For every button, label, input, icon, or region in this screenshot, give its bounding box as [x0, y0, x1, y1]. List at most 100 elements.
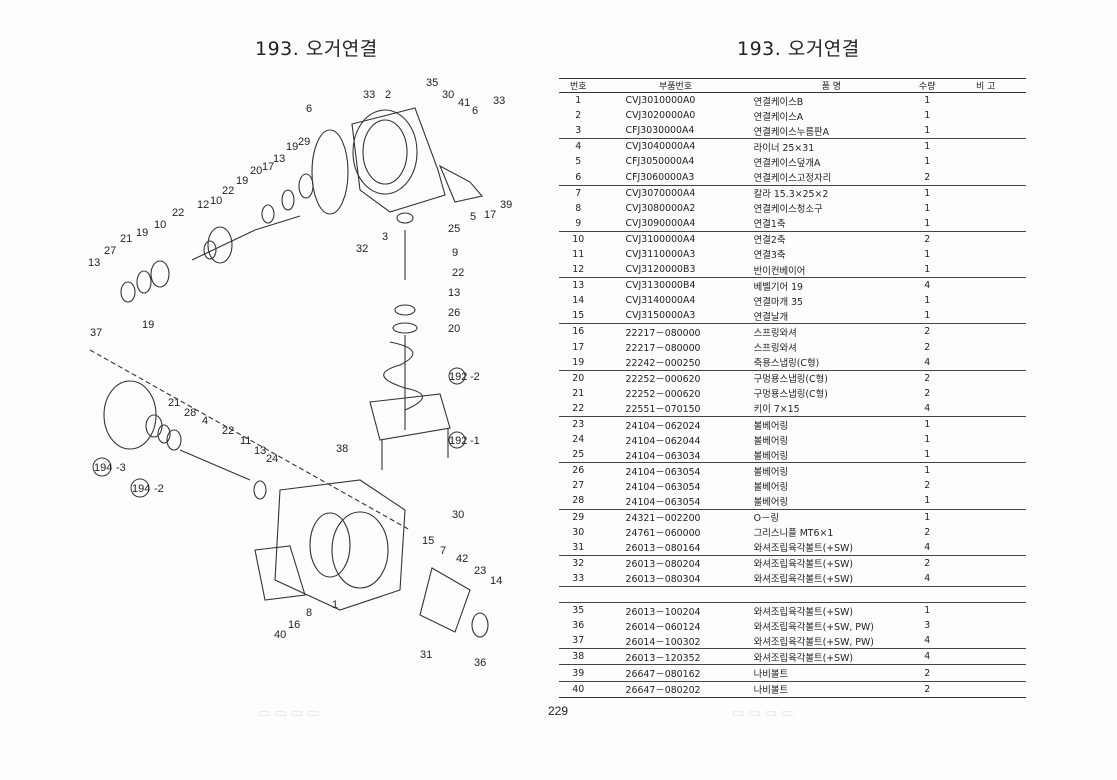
part-code: 26014－060124: [625, 621, 701, 633]
svg-text:20: 20: [448, 323, 460, 335]
shaft-11: [179, 449, 251, 481]
part-name: 볼베어링: [753, 415, 910, 433]
row-number: 38: [559, 648, 598, 665]
part-name: 나비볼트: [753, 664, 910, 682]
part-name: 키이 7×15: [753, 404, 800, 416]
part-remarks: [945, 508, 1026, 525]
part-qty: 4: [909, 648, 946, 665]
svg-text:28: 28: [184, 407, 196, 419]
part-code: 26013－120352: [597, 648, 754, 665]
svg-text:13: 13: [448, 287, 460, 299]
svg-text:22: 22: [222, 425, 234, 437]
part-code: 26013－080204: [597, 554, 754, 571]
part-code: CVJ3130000B4: [597, 277, 754, 294]
part-code: CVJ3140000A4: [625, 295, 696, 307]
part-code: 24104－063054: [625, 481, 701, 493]
svg-text:8: 8: [306, 607, 312, 619]
row-number: 31: [572, 541, 585, 553]
part-remarks: [945, 493, 1026, 509]
svg-text:23: 23: [474, 565, 486, 577]
part-code: 22252－000620: [597, 369, 754, 386]
header-no: 번호: [559, 78, 598, 93]
part-name: [753, 585, 910, 603]
part-code: 24104－063054: [597, 462, 754, 479]
part-remarks: [945, 154, 1026, 169]
part-code: CVJ3150000A3: [625, 310, 696, 322]
row-number: 9: [575, 217, 582, 229]
part-remarks: [945, 169, 1026, 185]
svg-text:22: 22: [222, 185, 234, 197]
row-number: 27: [572, 480, 585, 492]
part-remarks: [945, 262, 1026, 278]
row-number: 14: [572, 295, 585, 307]
svg-text:21: 21: [168, 397, 180, 409]
part-code: 24104－063034: [625, 450, 701, 462]
part-remarks: [945, 401, 1026, 417]
part-name: O－링: [753, 508, 910, 525]
svg-text:11: 11: [240, 435, 251, 447]
part-remarks: [945, 633, 1026, 649]
row-number: 7: [559, 184, 598, 201]
row-number: 28: [572, 495, 585, 507]
part-qty: 4: [924, 572, 931, 584]
row-number: 25: [572, 449, 585, 461]
part-remarks: [945, 447, 1026, 463]
svg-text:26: 26: [448, 307, 460, 319]
svg-text:39: 39: [500, 199, 512, 211]
svg-text:33: 33: [493, 95, 505, 107]
svg-text:14: 14: [490, 575, 502, 587]
part-name: 볼베어링: [753, 462, 910, 479]
svg-text:12: 12: [197, 199, 209, 211]
part-name: 연결3축: [753, 250, 786, 262]
part-code: CVJ3070000A4: [597, 184, 754, 201]
part-name: 와셔조립육각볼트(+SW, PW): [753, 636, 874, 648]
svg-text:42: 42: [456, 553, 468, 565]
part-qty: 1: [924, 449, 931, 461]
part-remarks: [945, 648, 1026, 665]
part-qty: 1: [924, 217, 931, 229]
part-qty: 1: [909, 602, 946, 619]
part-code: 26014－100302: [625, 636, 701, 648]
part-code: 26647－080162: [597, 664, 754, 682]
part-remarks: [945, 571, 1026, 587]
part-remarks: [945, 277, 1026, 294]
part-code: CFJ3060000A3: [625, 171, 695, 183]
part-qty: 1: [924, 264, 931, 276]
part-qty: 1: [909, 462, 946, 479]
header-remarks: 비 고: [945, 78, 1026, 93]
part-remarks: [945, 478, 1026, 493]
part-code: 22217－080000: [625, 343, 701, 355]
svg-text:22: 22: [452, 267, 464, 279]
part-name: 와셔조립육각볼트(+SW, PW): [753, 621, 874, 633]
part-code: CVJ3010000A0: [597, 92, 754, 109]
svg-text:22: 22: [172, 207, 184, 219]
shaft-9: [254, 215, 301, 231]
part-remarks: [945, 525, 1026, 540]
part-remarks: [945, 138, 1026, 155]
part-qty: 2: [909, 323, 946, 340]
part-code: CFJ3050000A4: [625, 156, 695, 168]
svg-text:6: 6: [306, 103, 312, 115]
header-qty: 수량: [909, 78, 946, 93]
part-remarks: [945, 340, 1026, 355]
part-name: 볼베어링: [753, 435, 789, 447]
part-qty: 2: [924, 341, 931, 353]
row-number: 12: [572, 264, 585, 276]
part-code: 24104－062044: [625, 435, 701, 447]
part-remarks: [945, 184, 1026, 201]
part-name: 축용스냅링(C형): [753, 358, 820, 370]
svg-text:-2: -2: [154, 483, 164, 495]
